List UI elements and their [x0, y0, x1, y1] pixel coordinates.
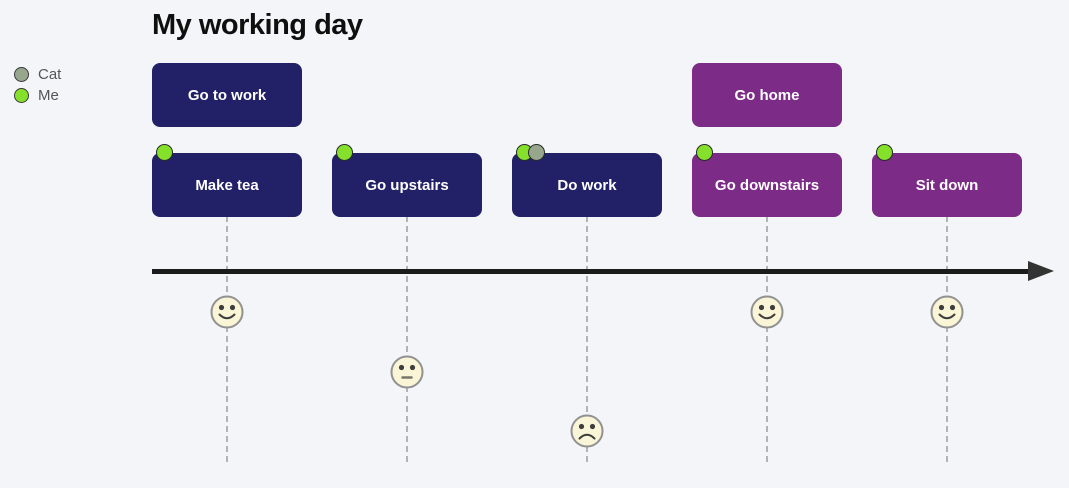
event-label: Sit down: [915, 176, 979, 194]
event-card-go-downstairs[interactable]: Go downstairs: [692, 144, 842, 217]
emotion-face-icon[interactable]: [390, 355, 424, 389]
event-label: Do work: [557, 176, 617, 194]
cat-marker-dot[interactable]: [528, 144, 545, 161]
guide-line: [406, 216, 408, 462]
legend-label: Me: [38, 87, 59, 104]
legend-item-me: Me: [14, 85, 61, 106]
event-card-go-home[interactable]: Go home: [692, 63, 842, 127]
legend-label: Cat: [38, 66, 62, 83]
event-label: Go to work: [187, 86, 267, 104]
page-title: My working day: [152, 9, 363, 41]
me-marker-dot[interactable]: [876, 144, 893, 161]
timeline-axis: [152, 269, 1036, 274]
legend-item-cat: Cat: [14, 64, 61, 85]
me-marker-dot[interactable]: [336, 144, 353, 161]
event-label: Make tea: [195, 176, 259, 194]
event-card-make-tea[interactable]: Make tea: [152, 144, 302, 217]
legend: Cat Me: [14, 64, 61, 106]
event-card-do-work[interactable]: Do work: [512, 144, 662, 217]
event-card-sit-down[interactable]: Sit down: [872, 144, 1022, 217]
event-card-go-upstairs[interactable]: Go upstairs: [332, 144, 482, 217]
me-marker-dot[interactable]: [156, 144, 173, 161]
cat-dot-icon: [14, 67, 29, 82]
guide-line: [946, 216, 948, 462]
guide-line: [766, 216, 768, 462]
emotion-face-icon[interactable]: [570, 414, 604, 448]
event-label: Go downstairs: [714, 176, 820, 194]
event-label: Go upstairs: [365, 176, 449, 194]
me-dot-icon: [14, 88, 29, 103]
emotion-face-icon[interactable]: [210, 295, 244, 329]
guide-line: [226, 216, 228, 462]
me-marker-dot[interactable]: [696, 144, 713, 161]
event-card-go-to-work[interactable]: Go to work: [152, 63, 302, 127]
emotion-face-icon[interactable]: [930, 295, 964, 329]
guide-line: [586, 216, 588, 462]
emotion-face-icon[interactable]: [750, 295, 784, 329]
event-label: Go home: [734, 86, 800, 104]
timeline-arrowhead-icon: [1028, 261, 1054, 281]
